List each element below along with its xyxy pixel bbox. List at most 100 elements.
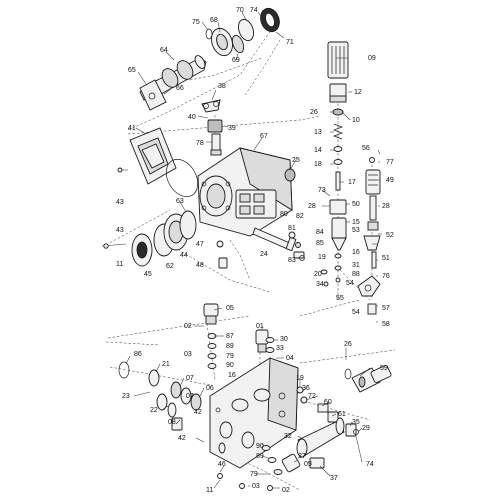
callout-10: 10 xyxy=(352,117,360,124)
callout-65: 65 xyxy=(128,67,136,74)
callout-02-top: 02 xyxy=(184,323,192,330)
bearing-ring-68 xyxy=(211,27,233,57)
callout-01: 01 xyxy=(256,323,264,330)
callout-62: 62 xyxy=(166,263,174,270)
washer-26 xyxy=(332,108,344,116)
callout-63: 63 xyxy=(176,198,184,205)
callout-47: 47 xyxy=(196,241,204,248)
callout-50: 50 xyxy=(352,201,360,208)
callout-81: 81 xyxy=(288,225,296,232)
crankcase xyxy=(197,147,293,237)
callout-89-top: 89 xyxy=(226,343,234,350)
callout-52: 52 xyxy=(386,232,394,239)
outlet-shaft xyxy=(296,417,345,469)
connecting-rod xyxy=(201,99,221,113)
callout-80: 80 xyxy=(280,211,288,218)
callout-31: 31 xyxy=(352,262,360,269)
callout-43-top: 43 xyxy=(116,199,124,206)
callout-41: 41 xyxy=(128,125,136,132)
callout-88: 88 xyxy=(352,271,360,278)
pulley-assembly xyxy=(131,210,197,267)
callout-03-top: 03 xyxy=(184,351,192,358)
callout-48: 48 xyxy=(196,262,204,269)
o-ring-cover xyxy=(165,158,199,198)
callout-53: 53 xyxy=(352,227,360,234)
oil-seal-70 xyxy=(237,18,255,42)
callout-70: 70 xyxy=(236,7,244,14)
callout-56: 56 xyxy=(362,145,370,152)
oil-level-47 xyxy=(216,240,224,248)
callout-45: 45 xyxy=(144,271,152,278)
callout-labels: 75 68 70 74 71 69 64 65 66 41 38 40 39 7… xyxy=(116,7,394,494)
pump-head-manifold xyxy=(209,357,299,469)
callout-61: 61 xyxy=(338,411,346,418)
callout-54-top: 54 xyxy=(346,280,354,287)
callout-74-bottom: 74 xyxy=(366,461,374,468)
seal-14 xyxy=(333,146,343,152)
fitting-01 xyxy=(255,329,269,353)
callout-76: 76 xyxy=(382,273,390,280)
callout-87: 87 xyxy=(226,333,234,340)
callout-72: 72 xyxy=(308,393,316,400)
callout-07-bottom: 07 xyxy=(186,393,194,400)
valve-seat-15 xyxy=(331,217,347,251)
callout-89-bottom: 89 xyxy=(256,453,264,460)
fitting-05-top xyxy=(203,303,219,325)
callout-02-bottom: 02 xyxy=(282,487,290,494)
callout-28-left: 28 xyxy=(308,203,316,210)
callout-19-right: 19 xyxy=(296,375,304,382)
leader-lines xyxy=(125,11,382,489)
seals-column-left xyxy=(207,333,217,369)
callout-51: 51 xyxy=(382,255,390,262)
callout-42-right: 42 xyxy=(194,409,202,416)
callout-33: 33 xyxy=(276,345,284,352)
plug-25 xyxy=(284,168,296,182)
callout-64: 64 xyxy=(160,47,168,54)
right-small-parts xyxy=(296,386,359,437)
callout-79-top: 79 xyxy=(226,353,234,360)
crankshaft-assembly xyxy=(139,7,280,111)
callout-43-left: 43 xyxy=(116,227,124,234)
callout-78: 78 xyxy=(196,140,204,147)
callout-71: 71 xyxy=(286,39,294,46)
callout-28-right: 28 xyxy=(382,203,390,210)
callout-86: 86 xyxy=(134,351,142,358)
callout-35: 35 xyxy=(352,419,360,426)
callout-04: 04 xyxy=(286,355,294,362)
elbow-fitting-55 xyxy=(357,275,381,297)
callout-40: 40 xyxy=(188,114,196,121)
bottom-fittings xyxy=(217,442,301,491)
callout-49: 49 xyxy=(386,177,394,184)
callout-90-top: 90 xyxy=(226,362,234,369)
callout-24: 24 xyxy=(260,251,268,258)
callout-23: 23 xyxy=(122,393,130,400)
callout-75: 75 xyxy=(192,19,200,26)
screw-43-left xyxy=(101,243,127,249)
callout-25: 25 xyxy=(292,157,300,164)
callout-20: 20 xyxy=(314,271,322,278)
seal-stack-left xyxy=(118,361,202,431)
callout-59: 59 xyxy=(380,365,388,372)
seal-ring-71 xyxy=(260,7,280,33)
callout-27: 27 xyxy=(298,453,306,460)
callout-16-mid: 16 xyxy=(228,372,236,379)
callout-82: 82 xyxy=(296,213,304,220)
guide-parts-80-85 xyxy=(288,231,305,261)
callout-36: 36 xyxy=(302,385,310,392)
callout-83: 83 xyxy=(288,257,296,264)
callout-26-top: 26 xyxy=(310,109,318,116)
cover-plate xyxy=(129,127,177,185)
drain-plug-48 xyxy=(218,257,228,269)
unloader-parts xyxy=(363,157,381,269)
valve-body-28 xyxy=(329,199,347,215)
callout-05-bottom: 05 xyxy=(304,461,312,468)
callout-60: 60 xyxy=(324,399,332,406)
callout-55: 55 xyxy=(336,295,344,302)
callout-66: 66 xyxy=(176,85,184,92)
callout-08: 08 xyxy=(168,419,176,426)
callout-39: 39 xyxy=(228,125,236,132)
callout-18: 18 xyxy=(314,161,322,168)
callout-03-bottom: 03 xyxy=(252,483,260,490)
bearing-69 xyxy=(231,34,245,54)
